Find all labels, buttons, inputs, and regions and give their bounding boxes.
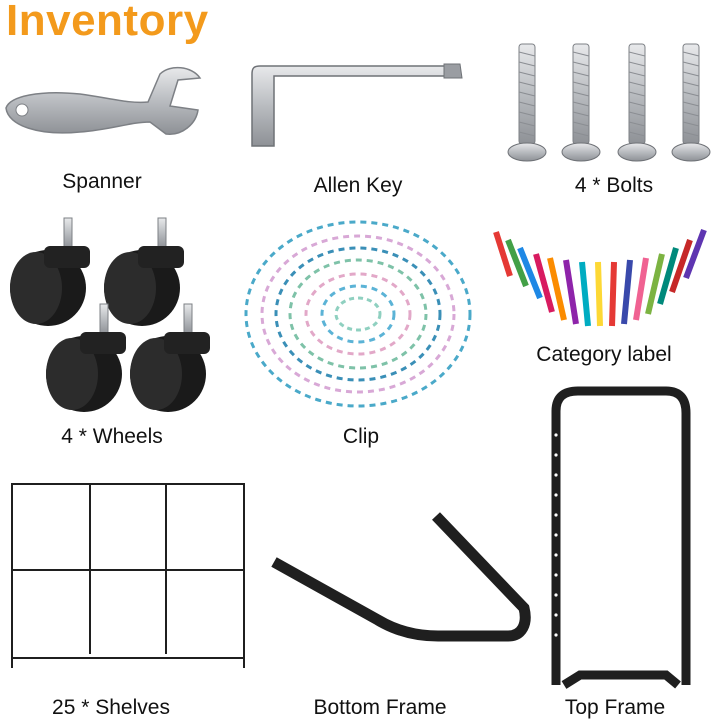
bolts-icon	[507, 43, 711, 162]
page-title: Inventory	[6, 0, 209, 45]
spanner-icon	[5, 66, 202, 135]
category-label-label: Category label	[536, 343, 672, 366]
spanner-label: Spanner	[62, 170, 142, 193]
bolts-label: 4 * Bolts	[574, 174, 654, 197]
wheels-icon	[10, 217, 211, 413]
shelves-label: 25 * Shelves	[52, 696, 170, 719]
clips-icon	[244, 220, 472, 408]
top-frame-icon	[551, 386, 691, 689]
allen-key-label: Allen Key	[313, 174, 403, 197]
clip-label: Clip	[342, 425, 380, 448]
top-frame-label: Top Frame	[564, 696, 666, 719]
tags-icon	[493, 228, 707, 327]
allen-key-icon	[251, 63, 463, 147]
shelf-icon	[11, 483, 245, 668]
wheels-label: 4 * Wheels	[61, 425, 163, 448]
bottom-frame-label: Bottom Frame	[313, 696, 447, 719]
bottom-frame-icon	[271, 512, 531, 642]
